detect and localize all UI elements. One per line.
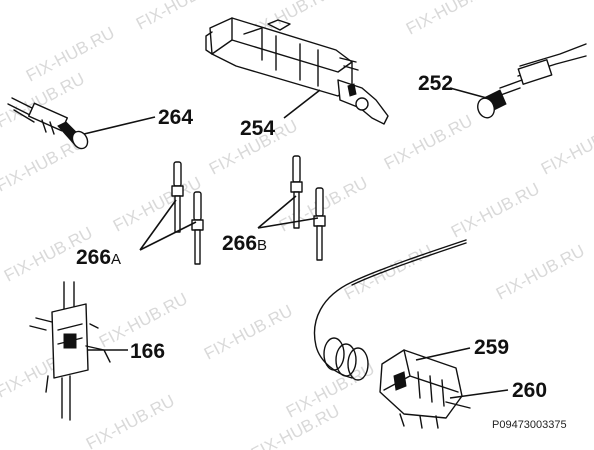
leader-line-259	[415, 347, 471, 361]
watermark: FIX-HUB.RU	[341, 241, 436, 303]
watermark: FIX-HUB.RU	[83, 391, 178, 450]
label-266a: 266A	[76, 246, 121, 269]
thermocouple-probe-icon	[171, 161, 204, 265]
watermark: FIX-HUB.RU	[201, 301, 296, 363]
spark-generator-icon	[205, 17, 389, 125]
leader-line-252	[449, 87, 495, 101]
gas-valve-icon	[313, 239, 471, 429]
thermocouple-probe-icon	[290, 155, 326, 261]
watermark: FIX-HUB.RU	[381, 111, 476, 173]
leader-lines-266b	[257, 195, 319, 229]
label-166: 166	[130, 340, 165, 363]
thermocouple-connector-icon	[477, 43, 587, 119]
label-266b: 266B	[222, 232, 267, 255]
watermark: FIX-HUB.RU	[538, 116, 594, 178]
label-260: 260	[512, 379, 547, 402]
label-252: 252	[418, 72, 453, 95]
diagram-code: P09473003375	[492, 419, 567, 431]
watermark: FIX-HUB.RU	[403, 0, 498, 39]
leader-line-264	[83, 116, 156, 135]
leader-line-254	[283, 89, 321, 119]
switch-block-icon	[29, 281, 111, 421]
label-254: 254	[240, 117, 275, 140]
watermark: FIX-HUB.RU	[493, 241, 588, 303]
label-264: 264	[158, 106, 193, 129]
igniter-icon	[7, 97, 89, 150]
label-259: 259	[474, 336, 509, 359]
watermark: FIX-HUB.RU	[448, 179, 543, 241]
leader-lines-266a	[139, 199, 197, 251]
leader-line-260	[449, 389, 509, 399]
